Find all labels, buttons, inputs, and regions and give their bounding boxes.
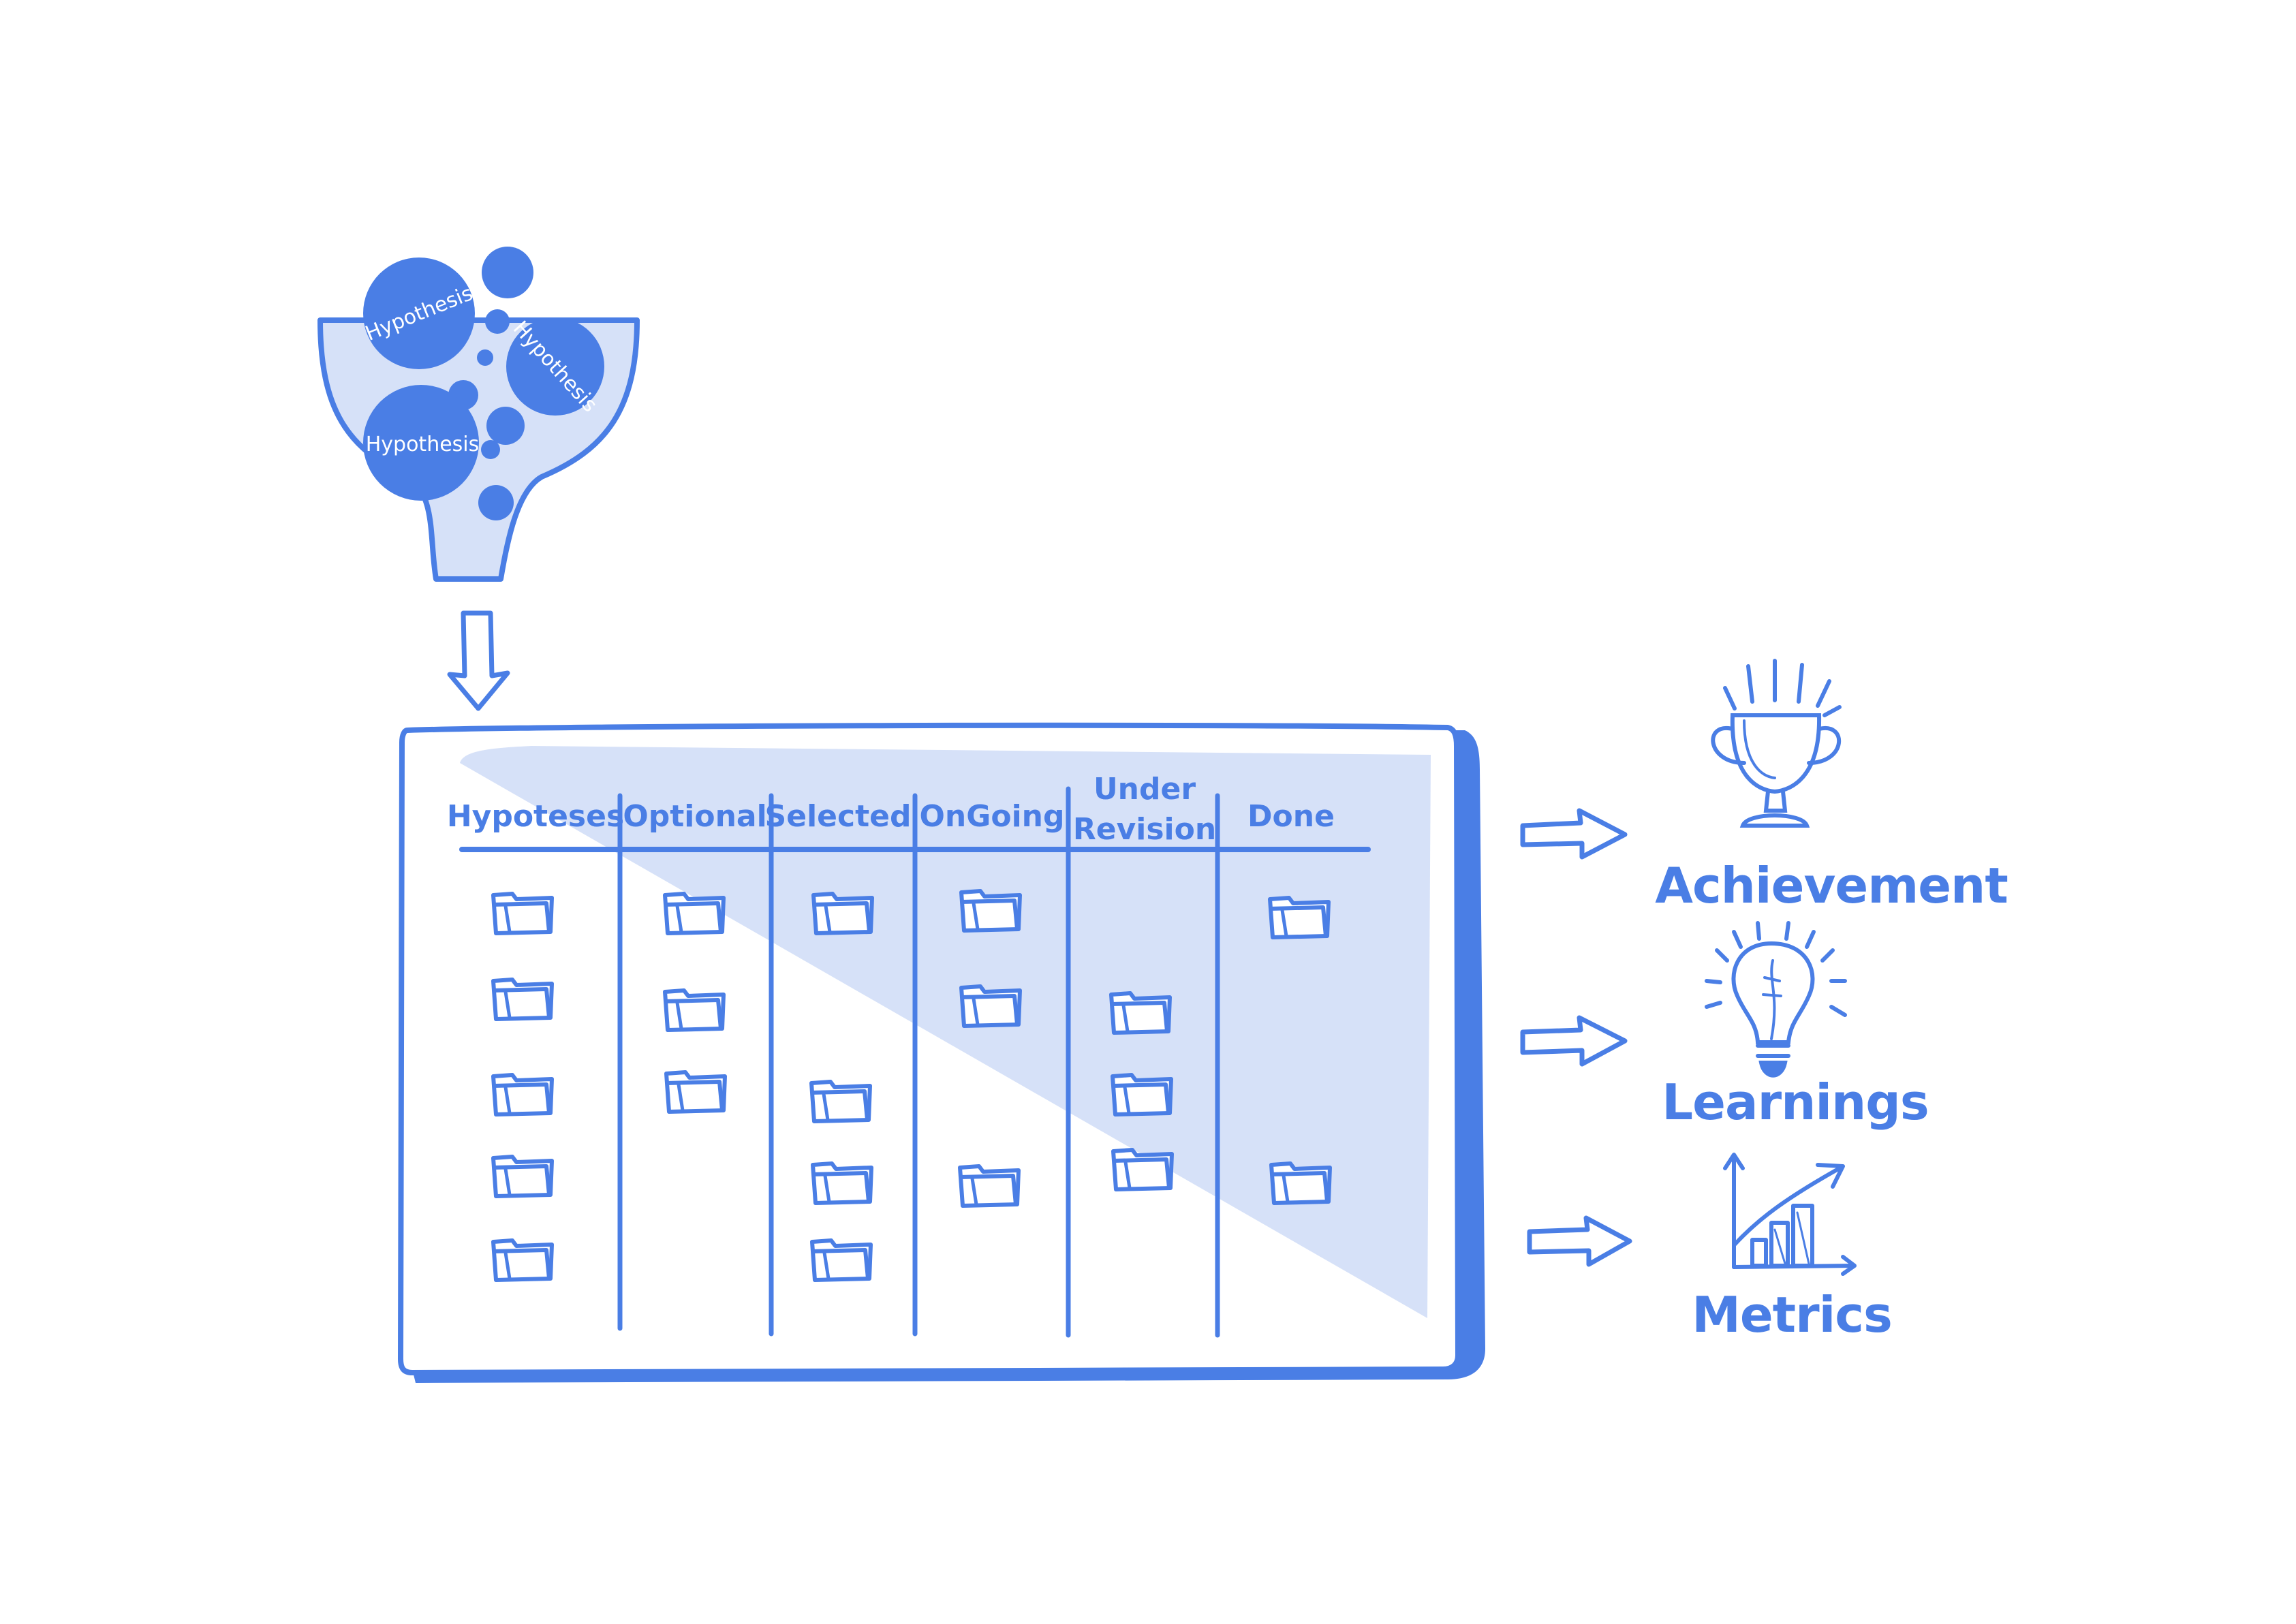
card-folder-icon[interactable] bbox=[811, 1082, 870, 1121]
bubble-small bbox=[482, 247, 533, 298]
column-dividers bbox=[617, 786, 1220, 1338]
hypothesis-funnel: Hypothesis Hypothesis Hypothesis bbox=[317, 247, 640, 582]
column-cards-optional bbox=[665, 894, 725, 1112]
hypothesis-bubble: Hypothesis bbox=[362, 257, 476, 369]
card-folder-icon[interactable] bbox=[1271, 1164, 1330, 1203]
bubble-small bbox=[478, 485, 514, 520]
outcome-achievement-label: Achievement bbox=[1655, 857, 2007, 914]
hypothesis-label: Hypothesis bbox=[366, 433, 480, 456]
card-folder-icon[interactable] bbox=[665, 894, 724, 933]
card-folder-icon[interactable] bbox=[666, 1072, 725, 1112]
column-header-optional: Optional bbox=[623, 799, 766, 834]
card-folder-icon[interactable] bbox=[493, 894, 552, 933]
hypothesis-bubble: Hypothesis bbox=[506, 317, 604, 417]
outcome-arrows bbox=[1520, 808, 1632, 1267]
bubble-small bbox=[485, 309, 510, 334]
column-header-under-revision-line1: Under bbox=[1093, 772, 1196, 807]
bubble-small bbox=[486, 407, 525, 445]
card-folder-icon[interactable] bbox=[813, 894, 872, 933]
card-folder-icon[interactable] bbox=[960, 1166, 1019, 1206]
card-folder-icon[interactable] bbox=[1113, 1150, 1172, 1189]
card-folder-icon[interactable] bbox=[1270, 898, 1329, 937]
growth-chart-icon bbox=[1723, 1153, 1857, 1276]
column-header-done: Done bbox=[1247, 799, 1335, 834]
lightbulb-icon bbox=[1705, 921, 1847, 1078]
bubble-small bbox=[477, 349, 493, 366]
card-folder-icon[interactable] bbox=[493, 1240, 552, 1280]
column-header-hypoteses: Hypoteses bbox=[447, 799, 624, 834]
card-folder-icon[interactable] bbox=[665, 990, 724, 1030]
column-header-under-revision-line2: Revision bbox=[1073, 812, 1216, 847]
hypothesis-bubble: Hypothesis bbox=[363, 385, 479, 501]
card-folder-icon[interactable] bbox=[961, 986, 1020, 1026]
card-folder-icon[interactable] bbox=[493, 980, 552, 1019]
card-folder-icon[interactable] bbox=[961, 891, 1020, 931]
outcome-learnings-label: Learnings bbox=[1662, 1074, 1928, 1131]
column-header-selected: Selected bbox=[765, 799, 912, 834]
right-arrow-icon bbox=[1520, 1015, 1628, 1067]
card-folder-icon[interactable] bbox=[813, 1164, 871, 1203]
column-header-ongoing: OnGoing bbox=[920, 799, 1065, 834]
trophy-icon bbox=[1711, 659, 1842, 828]
right-arrow-icon bbox=[1527, 1215, 1632, 1267]
board-highlight bbox=[460, 746, 1431, 1318]
card-folder-icon[interactable] bbox=[1113, 1075, 1171, 1114]
bubble-small bbox=[481, 440, 500, 459]
right-arrow-icon bbox=[1520, 808, 1628, 860]
down-arrow-icon bbox=[447, 610, 510, 711]
column-cards-under-revision bbox=[1111, 993, 1172, 1189]
outcome-metrics-label: Metrics bbox=[1692, 1286, 1892, 1343]
card-folder-icon[interactable] bbox=[493, 1075, 552, 1114]
kanban-board: Hypoteses Optional Selected OnGoing Unde… bbox=[398, 722, 1485, 1383]
card-folder-icon[interactable] bbox=[812, 1240, 871, 1280]
card-folder-icon[interactable] bbox=[1111, 993, 1170, 1033]
card-folder-icon[interactable] bbox=[493, 1157, 552, 1196]
